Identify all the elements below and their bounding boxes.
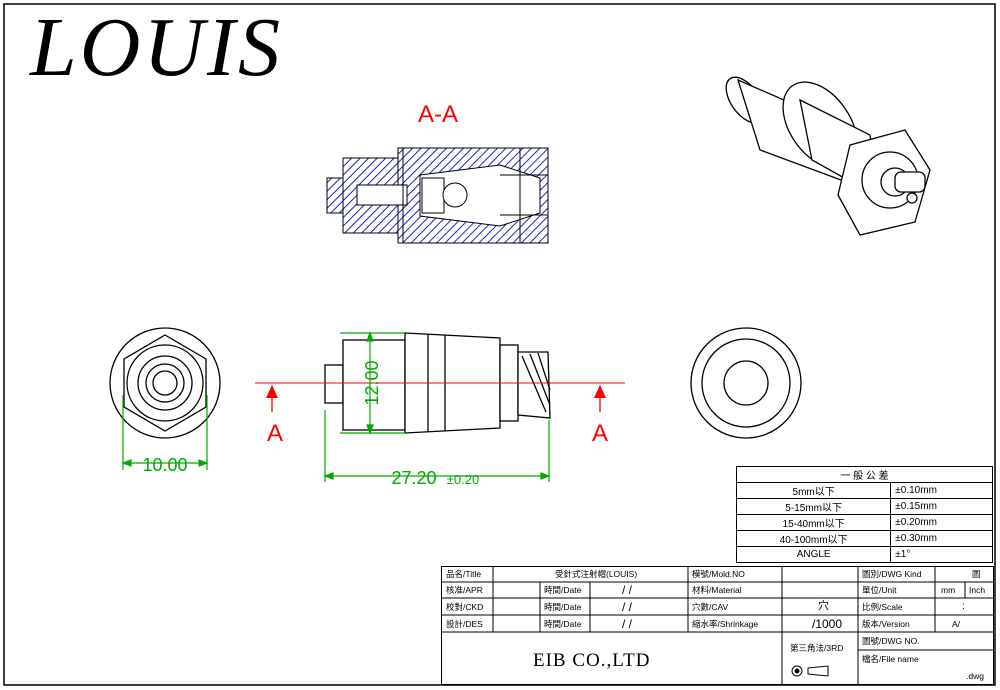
file-name-label: 檔名/File name bbox=[862, 654, 919, 664]
tolerance-range: 15-40mm以下 bbox=[735, 514, 892, 531]
checker-label: 校對/CKD bbox=[446, 602, 484, 612]
date-value-ckd: / / bbox=[622, 600, 633, 614]
unit-inch: Inch bbox=[969, 585, 986, 595]
tolerance-range: 40-100mm以下 bbox=[735, 530, 892, 547]
dimension-lines bbox=[121, 331, 551, 482]
back-view bbox=[690, 327, 802, 439]
tolerance-title: 一 般 公 差 bbox=[736, 466, 993, 483]
tolerance-table: 一 般 公 差 5mm以下 ±0.10mm 5-15mm以下 ±0.15mm 1… bbox=[735, 466, 993, 563]
sheet-border bbox=[3, 3, 996, 686]
title-block bbox=[441, 566, 994, 685]
scale-value: : bbox=[962, 601, 965, 612]
dwg-number-label: 圖號/DWG NO. bbox=[862, 636, 920, 646]
tolerance-range: 5mm以下 bbox=[735, 482, 892, 499]
date-value-apr: / / bbox=[622, 583, 633, 597]
section-label: A-A bbox=[418, 101, 458, 128]
dimension-length-tolerance: ±0.20 bbox=[447, 472, 479, 487]
version-value: A/ bbox=[952, 619, 961, 629]
tolerance-range: 5-15mm以下 bbox=[735, 498, 892, 515]
projection-symbol bbox=[791, 665, 829, 677]
designer-label: 設計/DES bbox=[446, 619, 483, 629]
section-view bbox=[326, 147, 549, 244]
cavity-label: 穴數/CAV bbox=[692, 602, 729, 612]
date-label-des: 時間/Date bbox=[544, 619, 582, 629]
scale-label: 比例/Scale bbox=[862, 602, 903, 612]
title-value: 受針式注射帽(LOUIS) bbox=[555, 569, 638, 579]
date-label-apr: 時間/Date bbox=[544, 585, 582, 595]
material-label: 材料/Material bbox=[692, 585, 742, 595]
title-block-grid bbox=[441, 566, 994, 685]
tolerance-value: ±1° bbox=[890, 546, 993, 563]
dwg-kind-label: 圖別/DWG Kind bbox=[862, 569, 922, 579]
tolerance-value: ±0.20mm bbox=[890, 514, 993, 531]
tolerance-value: ±0.30mm bbox=[890, 530, 993, 547]
shrinkage-label: 縮水率/Shrinkage bbox=[692, 619, 759, 629]
section-marker-right: A bbox=[592, 420, 608, 447]
approver-label: 核准/APR bbox=[446, 585, 483, 595]
version-label: 版本/Version bbox=[862, 619, 910, 629]
title-label: 品名/Title bbox=[446, 569, 482, 579]
mold-label: 模號/Mold.NO bbox=[692, 569, 745, 579]
dimension-total-length: 27.20 bbox=[391, 468, 436, 488]
tolerance-range: ANGLE bbox=[735, 546, 892, 563]
cavity-unit: 穴 bbox=[818, 600, 829, 612]
dwg-kind-value: 圖 bbox=[972, 569, 981, 579]
shrinkage-value: /1000 bbox=[812, 617, 843, 631]
section-marker-left: A bbox=[267, 420, 283, 447]
unit-mm: mm bbox=[941, 585, 956, 595]
brand-logo: LOUIS bbox=[30, 1, 284, 94]
tolerance-value: ±0.15mm bbox=[890, 498, 993, 515]
date-label-ckd: 時間/Date bbox=[544, 602, 582, 612]
file-extension: .dwg bbox=[966, 671, 984, 681]
unit-label: 單位/Unit bbox=[862, 585, 897, 595]
isometric-view bbox=[725, 76, 931, 236]
date-value-des: / / bbox=[622, 617, 633, 631]
projection-label: 第三角法/3RD bbox=[790, 643, 844, 653]
front-view bbox=[109, 327, 221, 439]
dimension-side-height: 12.00 bbox=[362, 360, 382, 405]
dimension-front-width: 10.00 bbox=[142, 455, 187, 475]
tolerance-value: ±0.10mm bbox=[890, 482, 993, 499]
company-name: EIB CO.,LTD bbox=[533, 650, 651, 671]
